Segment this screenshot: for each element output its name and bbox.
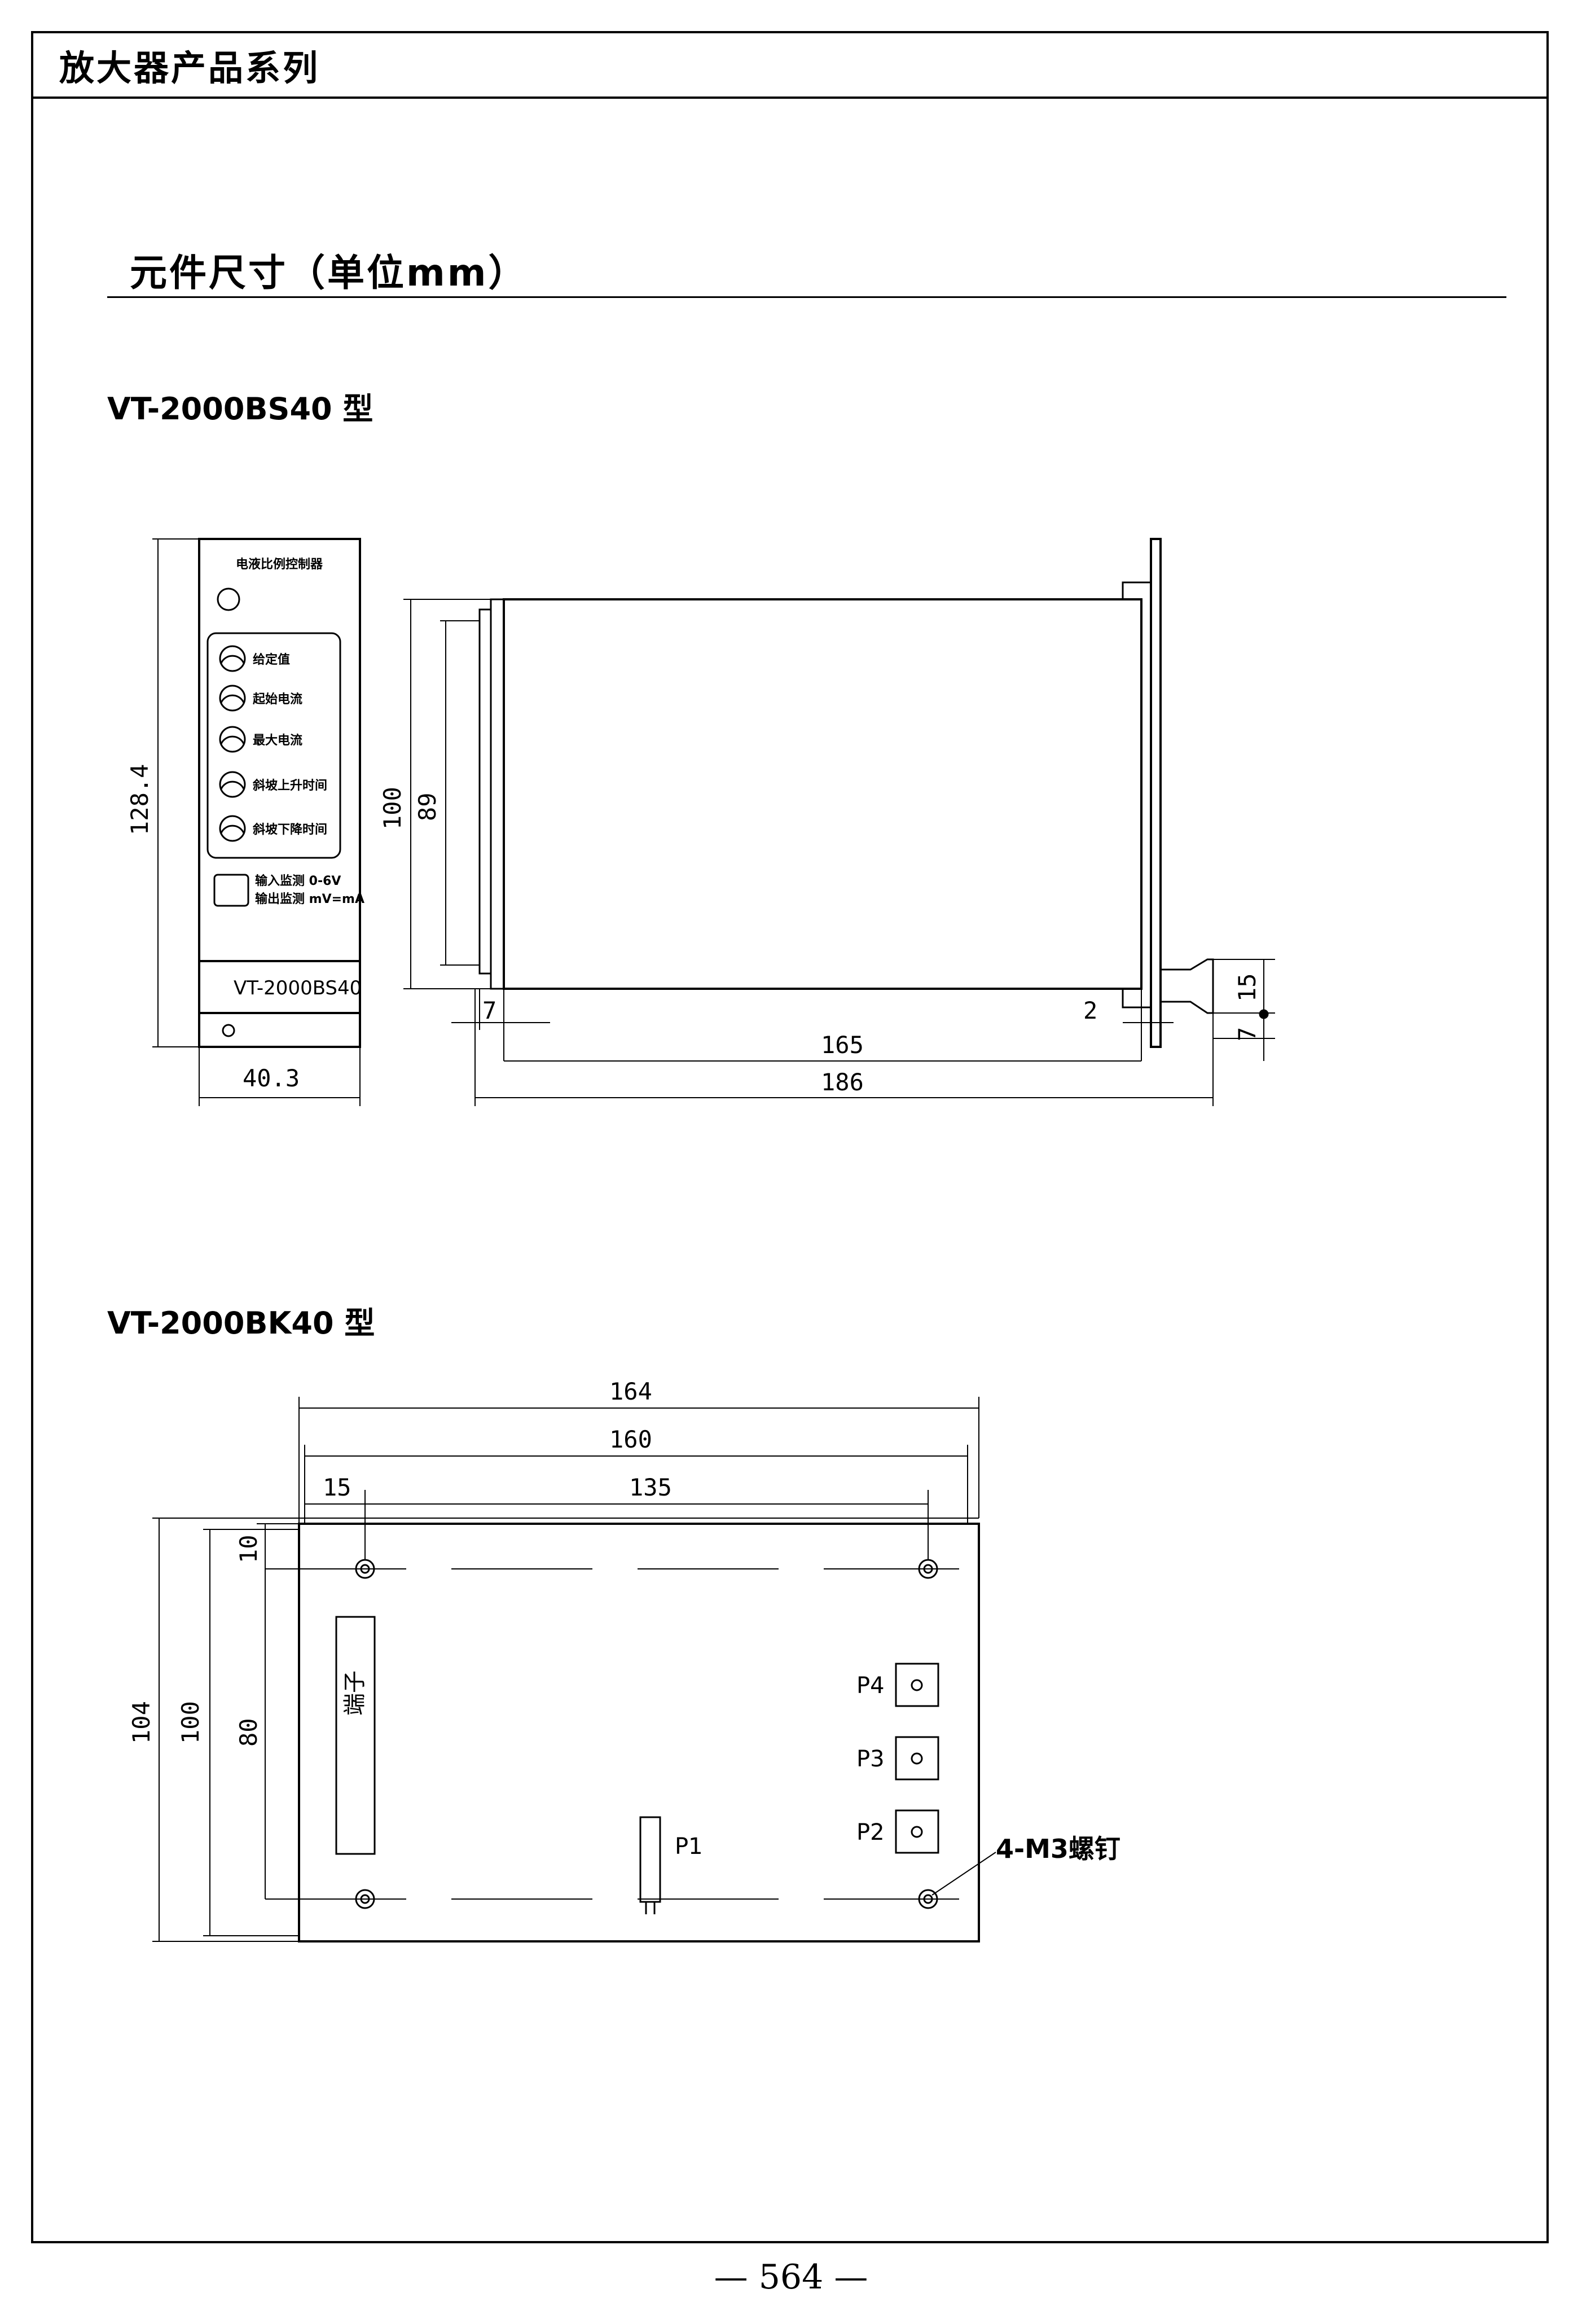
bs40-front-dims bbox=[152, 538, 361, 1106]
bs40-side-view bbox=[478, 538, 1214, 1048]
page-frame bbox=[31, 31, 1549, 2243]
dim-body-height: 100 bbox=[379, 787, 406, 830]
p4-label: P4 bbox=[856, 1673, 885, 1699]
header-bar bbox=[31, 31, 1549, 99]
bk40-dims bbox=[152, 1397, 979, 1942]
section-title: 元件尺寸（单位mm） bbox=[130, 251, 528, 295]
monitor-socket-icon bbox=[213, 874, 249, 907]
knob-icons bbox=[219, 645, 246, 842]
knob-label: 起始电流 bbox=[252, 692, 302, 707]
knob-label: 斜坡下降时间 bbox=[252, 822, 327, 837]
monitor-out-label: 输出监测 mV=mA bbox=[255, 892, 364, 906]
dim-inner-height: 89 bbox=[414, 792, 441, 821]
dim-dot bbox=[1259, 1009, 1269, 1019]
header-title: 放大器产品系列 bbox=[59, 47, 320, 89]
dim-left-offset: 7 bbox=[482, 997, 496, 1024]
mount-hole-icon bbox=[222, 1024, 235, 1037]
dim-hole-span: 135 bbox=[629, 1474, 672, 1501]
page-number: — 564 — bbox=[714, 2257, 868, 2297]
p3-label: P3 bbox=[856, 1746, 885, 1772]
dim-h-board: 100 bbox=[177, 1701, 204, 1744]
dim-w-board: 160 bbox=[609, 1426, 652, 1453]
knob-label: 最大电流 bbox=[253, 733, 302, 748]
led-icon bbox=[217, 587, 240, 611]
dim-flange: 2 bbox=[1083, 997, 1097, 1024]
bs40-side-dims bbox=[403, 599, 1275, 1106]
terminal-label: 端子 bbox=[342, 1670, 368, 1716]
dim-length: 165 bbox=[821, 1031, 864, 1059]
model-label-bs40: VT-2000BS40 型 bbox=[107, 391, 373, 427]
p2-label: P2 bbox=[856, 1819, 885, 1845]
dim-conn-offset: 7 bbox=[1233, 1027, 1261, 1041]
pot-p4-icon bbox=[895, 1663, 939, 1707]
dim-hole-offset: 15 bbox=[323, 1474, 351, 1501]
monitor-in-label: 输入监测 0-6V bbox=[255, 874, 341, 888]
dim-width: 40.3 bbox=[243, 1064, 300, 1092]
knob-label: 给定值 bbox=[253, 652, 290, 667]
dim-height: 128.4 bbox=[126, 764, 153, 835]
dim-total: 186 bbox=[821, 1068, 864, 1096]
pot-p2-icon bbox=[895, 1809, 939, 1854]
p1-label: P1 bbox=[675, 1834, 703, 1860]
screw-icons bbox=[355, 1559, 938, 1909]
nameplate-label: VT-2000BS40 bbox=[234, 977, 362, 999]
dim-hole-vertical: 80 bbox=[235, 1718, 262, 1747]
bs40-front-panel bbox=[198, 538, 361, 1048]
pot-p3-icon bbox=[895, 1736, 939, 1781]
screw-label: 4-M3螺钉 bbox=[996, 1834, 1120, 1864]
bk40-board bbox=[152, 1518, 996, 1942]
model-label-bk40: VT-2000BK40 型 bbox=[107, 1305, 375, 1341]
dim-hole-top: 10 bbox=[235, 1534, 262, 1563]
dim-conn-height: 15 bbox=[1233, 973, 1261, 1002]
knob-label: 斜坡上升时间 bbox=[252, 778, 327, 793]
dim-h-total: 104 bbox=[128, 1701, 155, 1744]
section-rule bbox=[107, 296, 1506, 298]
panel-title: 电液比例控制器 bbox=[236, 557, 323, 572]
dim-w-total: 164 bbox=[609, 1378, 652, 1405]
